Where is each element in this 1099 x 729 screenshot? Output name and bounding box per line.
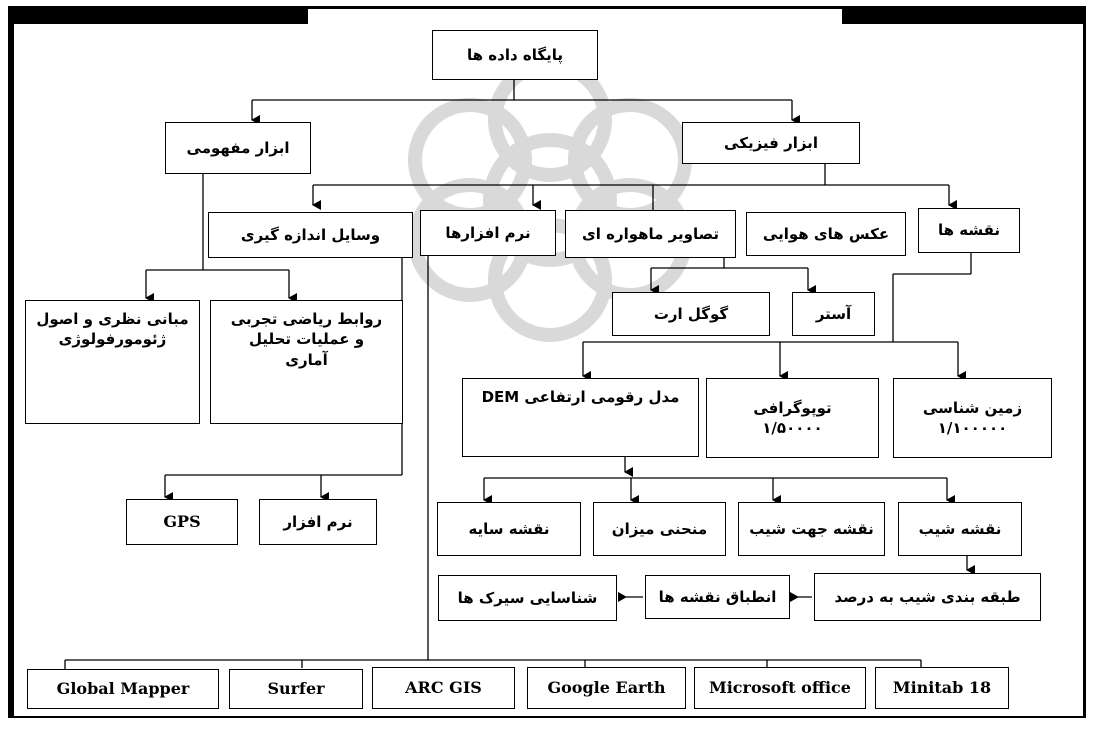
google-earth-image-node: گوگل ارت: [612, 292, 770, 336]
aerial-photos-node: عکس های هوایی: [746, 212, 906, 256]
slope-map-node: نقشه شیب: [898, 502, 1022, 556]
math-relations-node: روابط ریاضی تجربی و عملیات تحلیل آماری: [210, 300, 403, 424]
topographic-map-node: توپوگرافی ۱/۵۰۰۰۰: [706, 378, 879, 458]
satellite-images-node: تصاویر ماهواره ای: [565, 210, 736, 258]
hillshade-map-node: نقشه سایه: [437, 502, 581, 556]
measuring-tools-node: وسایل اندازه گیری: [208, 212, 413, 258]
software-node: نرم افزارها: [420, 210, 556, 256]
software-surfer: Surfer: [229, 669, 363, 709]
diagram-frame: [8, 6, 1086, 718]
aster-node: آستر: [792, 292, 875, 336]
slope-classification-node: طبقه بندی شیب به درصد: [814, 573, 1041, 621]
conceptual-tools-node: ابزار مفهومی: [165, 122, 311, 174]
dem-node: مدل رقومی ارتفاعی DEM: [462, 378, 699, 457]
aspect-map-node: نقشه جهت شیب: [738, 502, 885, 556]
software-tool-node: نرم افزار: [259, 499, 377, 545]
maps-node: نقشه ها: [918, 208, 1020, 253]
database-root: پایگاه داده ها: [432, 30, 598, 80]
physical-tools-node: ابزار فیزیکی: [682, 122, 860, 164]
software-global-mapper: Global Mapper: [27, 669, 219, 709]
contour-line-node: منحنی میزان: [593, 502, 726, 556]
top-border-left: [8, 6, 308, 24]
software-minitab: Minitab 18: [875, 667, 1009, 709]
software-arcgis: ARC GIS: [372, 667, 515, 709]
map-overlay-node: انطباق نقشه ها: [645, 575, 790, 619]
cirque-identification-node: شناسایی سیرک ها: [438, 575, 617, 621]
top-border-right: [842, 6, 1086, 24]
software-google-earth: Google Earth: [527, 667, 686, 709]
geology-map-node: زمین شناسی ۱/۱۰۰۰۰۰: [893, 378, 1052, 458]
theoretical-foundations-node: مبانی نظری و اصول ژئومورفولوژی: [25, 300, 200, 424]
software-microsoft-office: Microsoft office: [694, 667, 866, 709]
gps-node: GPS: [126, 499, 238, 545]
